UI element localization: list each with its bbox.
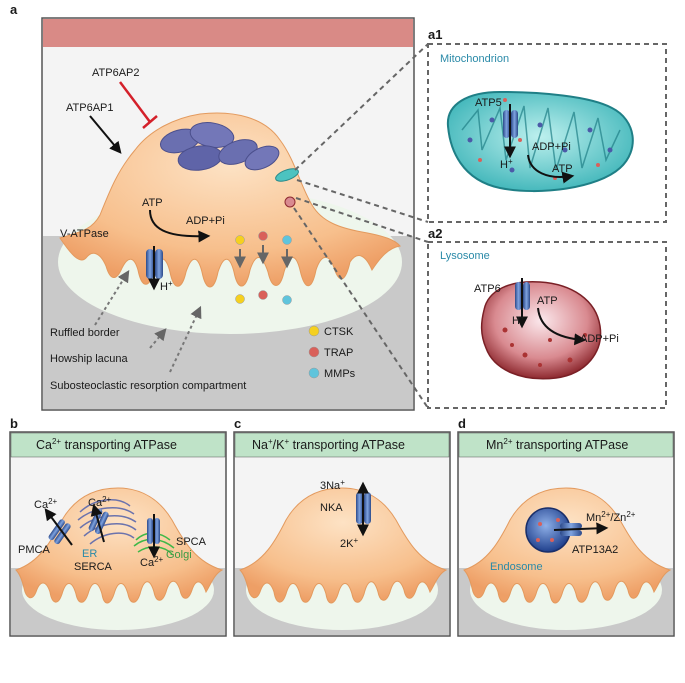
legend-label-trap: TRAP [324,347,353,359]
mini-lysosome [284,196,296,208]
label-pmca: PMCA [18,544,50,556]
panel-c [233,431,451,637]
label-h-plus-a: H+ [160,279,173,293]
mitochondrion [446,90,634,193]
label-howship-lacuna: Howship lacuna [50,353,129,365]
serca-pump [88,503,109,543]
label-ruffled-border: Ruffled border [50,327,120,339]
panel-a2-frame [427,241,667,409]
label-nka: NKA [320,502,343,514]
atp6-pump [515,278,530,329]
spca-pump [147,514,160,559]
nka-pump [356,481,371,537]
legend-swatch-mmps [308,367,320,379]
label-ca-serca: Ca2+ [88,495,112,509]
label-endosome: Endosome [490,561,543,573]
atp6ap1-arrow [89,115,122,154]
label-2k: 2K+ [340,536,358,550]
label-adp-pi: ADP+Pi [186,215,225,227]
label-atp6ap2: ATP6AP2 [92,67,140,79]
panel-label-b: b [10,416,18,431]
bone-top-band [43,19,413,47]
panel-label-d: d [458,416,466,431]
enzyme-legend: CTSK TRAP MMPs [308,325,356,380]
label-golgi: Golgi [166,549,192,561]
endosome [525,507,571,553]
legend-label-ctsk: CTSK [324,326,354,338]
panel-a1-frame [427,43,667,223]
atp13a2-pump [553,522,609,536]
label-atp: ATP [142,197,163,209]
label-h-plus-a1: H+ [500,157,513,171]
mitochondrion-title: Mitochondrion [440,53,509,65]
panel-label-a1: a1 [428,27,442,42]
pmca-pump [44,508,73,546]
atp5-pump [503,104,518,159]
enzyme-secretion [234,231,293,305]
panel-label-c: c [234,416,241,431]
mini-mitochondrion [275,168,299,182]
label-atp13a2: ATP13A2 [572,544,618,556]
atp-hydrolysis-arrow [149,209,211,243]
label-atp6: ATP6 [474,283,501,295]
atp-hydrolysis-arrow-a2 [537,307,587,346]
label-atp-a2: ATP [537,295,558,307]
label-er: ER [82,548,97,560]
header-d: Mn2+ transporting ATPase [486,437,628,452]
label-mn-zn: Mn2+/Zn2+ [586,510,636,524]
nuclei [159,122,280,171]
zoom-connectors [293,43,429,409]
atp6ap2-inhibition [119,81,158,129]
header-c: Na+/K+ transporting ATPase [252,437,405,452]
lysosome [480,281,602,380]
legend-swatch-trap [308,346,320,358]
label-serca: SERCA [74,561,113,573]
panel-b [9,431,227,637]
label-h-plus-a2: H+ [512,313,525,327]
legend-label-mmps: MMPs [324,368,356,380]
panel-label-a: a [10,2,18,17]
label-subosteoclastic: Subosteoclastic resorption compartment [50,380,246,392]
lysosome-title: Lysosome [440,250,490,262]
label-atp6ap1: ATP6AP1 [66,102,114,114]
label-3na: 3Na+ [320,478,345,492]
label-ca-spca: Ca2+ [140,555,164,569]
label-ca-pmca: Ca2+ [34,497,58,511]
header-b: Ca2+ transporting ATPase [36,437,177,452]
label-atp5: ATP5 [475,97,502,109]
label-atp-a1: ATP [552,163,573,175]
label-adp-pi-a2: ADP+Pi [580,333,619,345]
legend-swatch-ctsk [308,325,320,337]
panel-label-a2: a2 [428,226,442,241]
label-v-atpase: V-ATPase [60,228,109,240]
label-adp-pi-a1: ADP+Pi [532,141,571,153]
atp-synthesis-arrow [527,154,575,184]
pointer-arrows [94,269,202,373]
label-spca: SPCA [176,536,207,548]
v-atpase-pump [146,246,163,291]
